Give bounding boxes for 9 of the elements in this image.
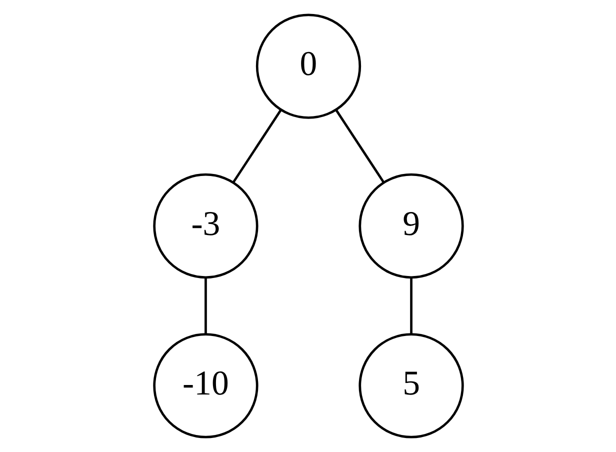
node-circle: 9 <box>358 173 464 279</box>
node-circle: 0 <box>255 14 361 119</box>
connector <box>204 278 206 334</box>
node-circle: -10 <box>152 333 258 438</box>
node-circle: -3 <box>152 173 258 279</box>
node-circle: 5 <box>358 333 464 438</box>
connector <box>232 109 282 183</box>
connector <box>410 278 412 334</box>
connector <box>334 109 384 183</box>
